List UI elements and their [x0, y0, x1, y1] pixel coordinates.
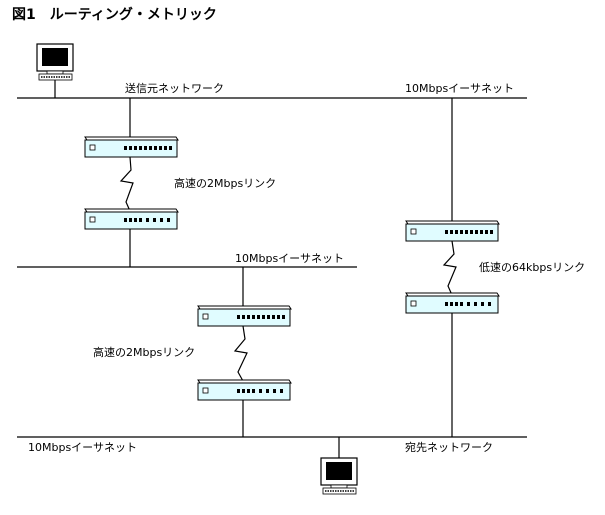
ethernet-label-bottom-left: 10Mbpsイーサネット: [28, 441, 137, 454]
serial-link-bolt: [442, 240, 457, 296]
link-label-right: 低速の64kbpsリンク: [479, 261, 585, 274]
link-label-lower-middle: 高速の2Mbpsリンク: [93, 345, 195, 359]
router-icon: [84, 136, 179, 158]
serial-link-bolt: [119, 156, 134, 212]
destination-network-label: 宛先ネットワーク: [405, 440, 493, 454]
computer-icon: [36, 43, 74, 81]
computer-icon: [320, 457, 358, 495]
serial-link-bolt: [233, 325, 248, 382]
figure-title: 図1 ルーティング・メトリック: [12, 6, 217, 23]
router-icon: [405, 220, 500, 242]
link-label-upper-left: 高速の2Mbpsリンク: [174, 176, 276, 190]
source-network-label: 送信元ネットワーク: [125, 81, 224, 95]
ethernet-label-middle: 10Mbpsイーサネット: [235, 252, 344, 265]
ethernet-label-top-right: 10Mbpsイーサネット: [405, 82, 514, 95]
router-icon: [197, 379, 292, 401]
router-icon: [84, 208, 179, 230]
router-icon: [405, 292, 500, 314]
router-icon: [197, 305, 292, 327]
